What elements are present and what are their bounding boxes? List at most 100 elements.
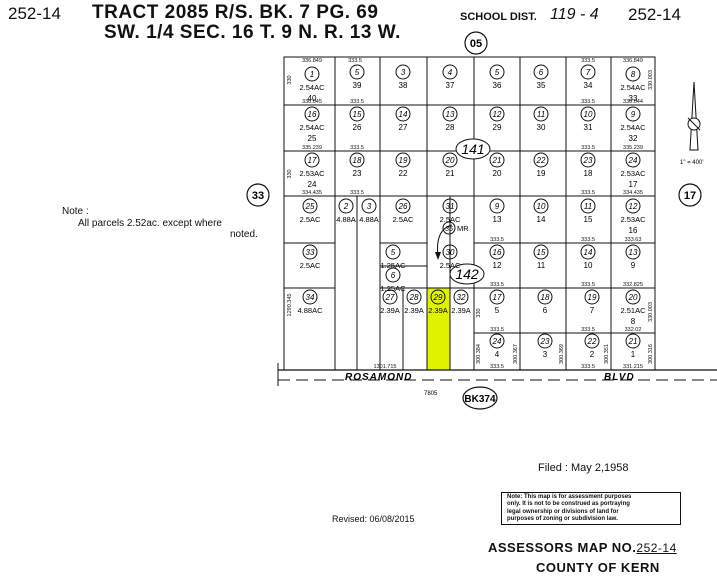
parcel[interactable]: 332.5AC [300, 244, 321, 270]
parcel-number: 32 [457, 293, 466, 302]
parcel[interactable]: 539 [349, 64, 365, 90]
road-label-bottom: BK374 [464, 394, 496, 405]
parcel-highlight[interactable] [427, 288, 450, 370]
parcel[interactable]: 139 [625, 244, 641, 270]
footer-title-prefix: ASSESSORS MAP NO. [488, 540, 637, 555]
dimension-label-vertical: 330.003 [648, 70, 654, 90]
dimension-label: 333.5 [490, 237, 504, 243]
parcel-number-circle [302, 244, 318, 260]
parcel-acreage: 2.53AC [620, 215, 646, 224]
lot-number: 7 [590, 306, 595, 315]
lot-number: 21 [446, 169, 455, 178]
parcel[interactable]: 233 [537, 333, 553, 359]
revised-date: Revised: 06/08/2015 [332, 514, 415, 524]
parcel[interactable]: 734 [580, 64, 596, 90]
lot-number: 15 [584, 215, 593, 224]
parcel[interactable]: 252.5AC [300, 198, 321, 224]
parcel-number-circle [625, 333, 641, 349]
parcel[interactable]: 282.39A [404, 289, 424, 315]
scale-label: 1" = 400' [680, 160, 703, 166]
parcel[interactable]: 437 [442, 64, 458, 90]
parcel-number-circle [442, 244, 458, 260]
parcel[interactable]: 635 [533, 64, 549, 90]
parcel[interactable]: 61.25AC [380, 267, 406, 293]
parcel[interactable]: 913 [489, 198, 505, 224]
lot-number: 22 [399, 169, 408, 178]
lot-number: 17 [629, 180, 638, 189]
dimension-label: 332.02 [625, 327, 642, 333]
parcel-number: 22 [536, 156, 546, 165]
dimension-label: 333.5 [581, 190, 595, 196]
parcel-acreage: 2.54AC [299, 83, 325, 92]
tract-line: TRACT 2085 R/S. BK. 7 PG. 69 [92, 2, 379, 23]
parcel[interactable]: 51.25AC [380, 244, 406, 270]
parcel[interactable]: 186 [537, 289, 553, 315]
parcel-number-circle [537, 289, 553, 305]
parcel-acreage: 2.39A [451, 306, 471, 315]
parcel-number-circle [580, 198, 596, 214]
parcel[interactable]: 34.88A [359, 198, 379, 224]
parcel[interactable]: 272.39A [380, 289, 400, 315]
parcel[interactable]: 536 [489, 64, 505, 90]
note-line-2: noted. [230, 229, 258, 240]
road-circle-right [678, 183, 702, 207]
parcel[interactable]: 197 [584, 289, 600, 315]
lot-number: 18 [584, 169, 593, 178]
parcel-number: 8 [631, 70, 636, 79]
parcel-number: 9 [631, 110, 636, 119]
parcel[interactable]: 222 [584, 333, 600, 359]
parcel-acreage: 2.54AC [620, 83, 646, 92]
parcel-number-circle [385, 267, 401, 283]
parcel[interactable]: 32 2.39A [451, 289, 471, 315]
parcel[interactable]: 211 [625, 333, 641, 359]
dimension-label: 334.435 [302, 190, 322, 196]
parcel-number: 19 [399, 156, 408, 165]
parcel[interactable]: 24.88A [336, 198, 356, 224]
lot-number: 20 [493, 169, 502, 178]
parcel-number-circle [395, 198, 411, 214]
parcel[interactable]: 175 [489, 289, 505, 315]
parcel[interactable]: 344.88AC [297, 289, 323, 315]
parcel-number-circle [304, 66, 320, 82]
parcel[interactable]: 338 [395, 64, 411, 90]
disclaimer-line-3: legal ownership or divisions of land for [507, 508, 619, 515]
parcel[interactable]: 302.5AC [440, 244, 461, 270]
parcel-number-circle [625, 198, 641, 214]
dimension-label: 335.239 [302, 145, 322, 151]
parcel[interactable]: 292.39A [428, 289, 448, 315]
parcel-number: 24 [492, 337, 502, 346]
dimension-label: 336.045 [302, 99, 322, 105]
parcel[interactable]: 244 [489, 333, 505, 359]
parcel-number-circle [533, 64, 549, 80]
parcel-number: 28 [409, 293, 419, 302]
parcel[interactable]: 262.5AC [393, 198, 414, 224]
parcel-number-circle [442, 106, 458, 122]
parcel[interactable]: 312.5AC [440, 198, 461, 224]
